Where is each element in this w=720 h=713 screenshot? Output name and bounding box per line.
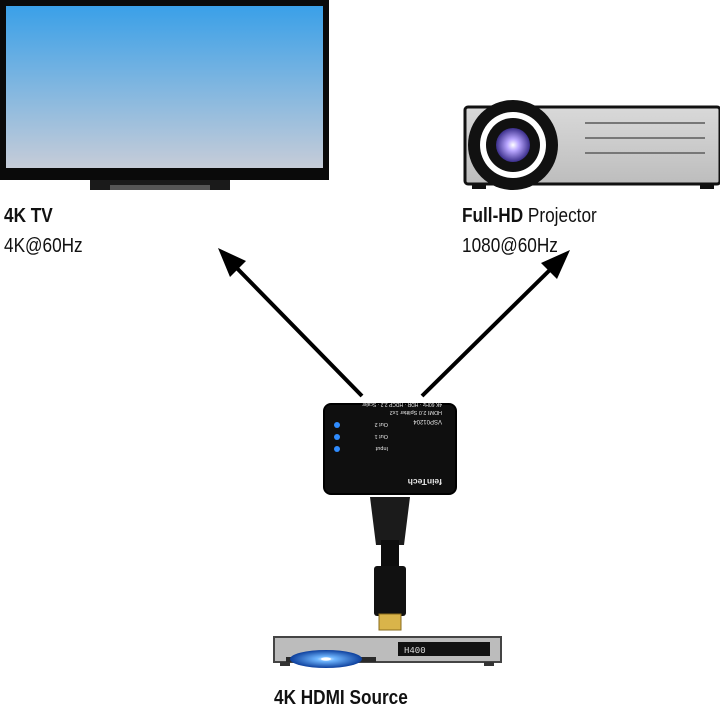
hdmi-cable xyxy=(370,497,410,631)
projector-spec: 1080@60Hz xyxy=(462,235,558,257)
arrow-to-tv xyxy=(221,252,364,398)
tv-name: 4K TV xyxy=(4,205,53,227)
splitter-port-out1: Out 1 xyxy=(375,433,388,439)
tv-spec: 4K@60Hz xyxy=(4,235,83,257)
disc-hole xyxy=(321,657,331,661)
splitter-port-out2: Out 2 xyxy=(375,421,388,427)
cable-wire xyxy=(381,540,399,570)
hdmi-plug-body xyxy=(374,566,406,616)
projector-icon xyxy=(463,100,720,190)
cable-strain-relief xyxy=(370,497,410,545)
splitter-device: feinTech VSP01204 HDMI 2.0 Splitter 1x2 … xyxy=(323,401,457,495)
splitter-line2: 4K 60Hz · HDR · HDCP 2.2 · Scaler xyxy=(362,401,442,407)
splitter-line1: HDMI 2.0 Splitter 1x2 xyxy=(390,409,442,415)
tv-icon xyxy=(0,0,329,190)
projector-name-bold: Full-HD xyxy=(462,205,524,227)
player-foot-left xyxy=(280,662,290,666)
tv-label: 4K TV 4K@60Hz xyxy=(4,201,83,261)
arrow-to-projector-head xyxy=(541,250,570,279)
projector-name-rest: Projector xyxy=(523,205,597,227)
projector-label: Full-HD Projector 1080@60Hz xyxy=(462,201,597,261)
splitter-brand: feinTech xyxy=(408,477,442,487)
splitter-body xyxy=(323,403,457,495)
projector-lens-glass xyxy=(496,128,530,162)
arrow-to-projector xyxy=(420,256,564,398)
player-foot-right xyxy=(484,662,494,666)
tv-screen xyxy=(6,6,323,168)
tv-stand-foot xyxy=(110,185,210,190)
splitter-led-out2 xyxy=(334,422,340,428)
splitter-model: VSP01204 xyxy=(413,418,442,424)
hdmi-plug-tip xyxy=(378,613,402,631)
projector-foot-right xyxy=(700,183,714,189)
splitter-led-input xyxy=(334,446,340,452)
player-display xyxy=(398,642,490,656)
projector-foot-left xyxy=(472,183,486,189)
player-display-text: H400 xyxy=(404,646,426,656)
arrow-to-tv-head xyxy=(218,248,246,277)
source-player-icon: H400 xyxy=(273,636,502,668)
splitter-led-out1 xyxy=(334,434,340,440)
source-label: 4K HDMI Source xyxy=(274,687,408,709)
splitter-port-input: Input xyxy=(375,445,388,451)
